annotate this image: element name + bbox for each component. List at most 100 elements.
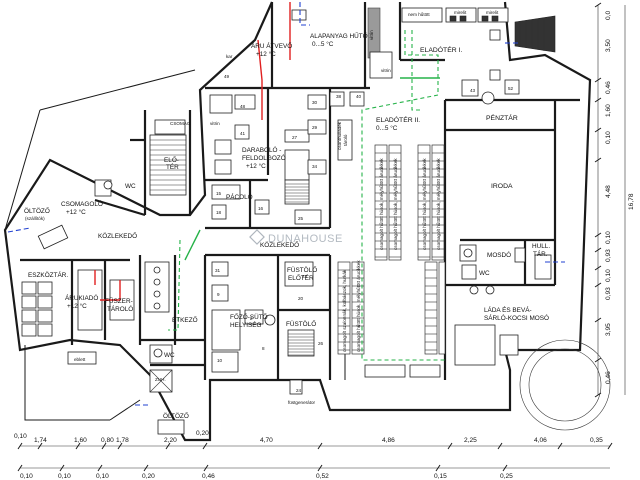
label-fustolo-eloter-2: ELŐTÉR <box>288 273 314 282</box>
lada-moso-station <box>454 324 496 366</box>
locker-cell <box>21 309 37 323</box>
vlabel-4: csomagolt hűtött húsok, mélyhűtött áruci… <box>436 158 441 250</box>
hatch-line <box>97 464 103 472</box>
label-csomagolo-2: +12 °C <box>66 208 86 216</box>
label-zuh: ZUH. <box>155 377 166 382</box>
dim-r-4: 0,10 <box>605 131 612 144</box>
dim-r-8: 0,93 <box>605 249 612 262</box>
label-eszkoz-tar: ESZKÖZTÁR. <box>28 270 68 279</box>
label-alapanyag-huto-2: 0...5 °C <box>312 40 334 48</box>
arukiado-shelf <box>77 269 103 331</box>
cold-unit <box>369 51 393 79</box>
vlabel-6: csomagolt hűtött húsok, mélyhűtött áruci… <box>356 260 361 352</box>
dim-r-7: 0,10 <box>605 231 612 244</box>
label-vitrin-2: vitrin <box>381 68 391 73</box>
label-iroda: IRODA <box>491 183 513 190</box>
dim-bt-9: 2,25 <box>464 437 477 444</box>
hatch-line <box>594 317 602 323</box>
hatch-line <box>143 464 149 472</box>
label-fustgenerator: füstgenerátor <box>288 400 316 405</box>
dim-r-6: 16,78 <box>628 193 635 210</box>
label-aru-atvevo-2: +12 °C <box>256 50 276 58</box>
hatch-line <box>202 442 208 450</box>
num-41: 41 <box>240 131 246 136</box>
label-fozo-2: HELYISÉG <box>230 320 262 329</box>
locker-cell <box>37 309 53 323</box>
dim-r-11: 3,95 <box>605 323 612 336</box>
hatch-line <box>59 464 65 472</box>
hatch-line <box>502 464 508 472</box>
label-eloter-top-2: TÉR <box>166 162 179 171</box>
label-wc-upper: WC <box>125 183 136 190</box>
hatch-line <box>594 282 602 288</box>
dim-bl-2: 0,10 <box>96 473 109 480</box>
num-2: 2 <box>250 316 253 321</box>
watermark-text: DUNAHOUSE <box>268 233 343 245</box>
dim-bl-1: 0,10 <box>58 473 71 480</box>
hatch-line <box>594 127 602 133</box>
label-kar: kar <box>226 54 233 59</box>
dim-bt-8: 4,86 <box>382 437 395 444</box>
dim-bl-0: 0,10 <box>20 473 33 480</box>
label-aru-atvevo-1: ÁRU ÁTVEVŐ <box>251 41 292 50</box>
locker-cell <box>37 281 53 295</box>
hatch-line <box>117 442 123 450</box>
label-oltozo-left-2: (szállítók) <box>25 216 45 221</box>
hatch-line <box>317 464 323 472</box>
dim-r-0: 0,0 <box>605 11 612 20</box>
num-27: 27 <box>292 135 298 140</box>
num-9: 9 <box>217 292 220 297</box>
num-10: 10 <box>217 358 223 363</box>
eblett-cabinet <box>67 351 97 365</box>
hatch-line <box>101 442 107 450</box>
label-eloter-top-1: ELŐ- <box>164 155 179 164</box>
hatch-line <box>557 442 563 450</box>
label-mirelit-2: mirelit <box>486 10 499 15</box>
grill-grate <box>284 179 310 205</box>
hatch-line <box>594 97 602 103</box>
label-kozlekedo-left: KÖZLEKEDŐ <box>98 231 137 240</box>
label-hull-tar-2: TÁR. <box>533 249 548 258</box>
stair-landing <box>154 119 186 135</box>
hatch-line <box>594 77 602 83</box>
room-labels: ÁRU ÁTVEVŐ +12 °C ALAPANYAG HŰTŐ 0...5 °… <box>24 31 550 420</box>
label-csomag-small: CSOMAG <box>170 121 191 126</box>
num-43: 43 <box>470 88 476 93</box>
dim-r-3: 1,60 <box>605 104 612 117</box>
dim-bt-1: 1,74 <box>34 437 47 444</box>
vlabel-5: csomagolt szalonnák, kolbászok, hurkák <box>342 269 347 352</box>
num-48: 48 <box>240 104 246 109</box>
label-arukiado-2: +12 °C <box>67 302 87 310</box>
dim-bt-7: 4,70 <box>260 437 273 444</box>
dim-r-9: 0,10 <box>605 269 612 282</box>
num-24: 24 <box>296 388 302 393</box>
hatch-line <box>317 442 323 450</box>
hatch-line <box>594 2 602 8</box>
label-darabolo-1: DARABOLÓ - <box>242 145 281 154</box>
label-hull-tar-1: HULL. <box>532 243 550 250</box>
label-oltozo-bottom: ÖLTÖZŐ <box>163 411 189 420</box>
dim-r-1: 3,50 <box>605 39 612 52</box>
dim-r-12: 0,46 <box>605 371 612 384</box>
dims-bottom-low: 0,10 0,10 0,10 0,20 0,46 0,52 0,15 0,25 <box>20 473 513 480</box>
label-kozlekedo-mid: KÖZLEKEDŐ <box>260 240 299 249</box>
label-fuszer-2: TÁROLÓ <box>107 304 133 313</box>
label-darabolo-3: +12 °C <box>246 162 266 170</box>
wc-right-toilet <box>461 264 477 280</box>
staircase <box>149 134 187 196</box>
dims-bottom-top: 0,10 1,74 1,60 0,80 1,78 2,20 0,20 4,70 … <box>14 430 603 444</box>
num-23: 23 <box>302 274 308 279</box>
label-nem-hutott: nem hűtött <box>408 12 430 17</box>
num-18: 18 <box>216 210 222 215</box>
nem-hutott-cabinet <box>401 7 443 23</box>
hatch-line <box>165 442 171 450</box>
vertical-shelf-labels: csomagolt hűtött húsok, mélyhűtött áruci… <box>342 158 441 352</box>
shop-shelves <box>337 119 446 378</box>
hatch-line <box>447 442 453 450</box>
label-mosdo: MOSDÓ <box>487 250 511 259</box>
label-alapanyag-huto-1: ALAPANYAG HŰTŐ <box>310 31 368 40</box>
flow-paths <box>7 2 565 406</box>
hatch-line <box>203 464 209 472</box>
vlabel-3: csomagolt hűtött húsok, mélyhűtött áruci… <box>422 158 427 250</box>
label-fustolo-eloter-1: FÜSTÖLŐ <box>287 265 317 274</box>
